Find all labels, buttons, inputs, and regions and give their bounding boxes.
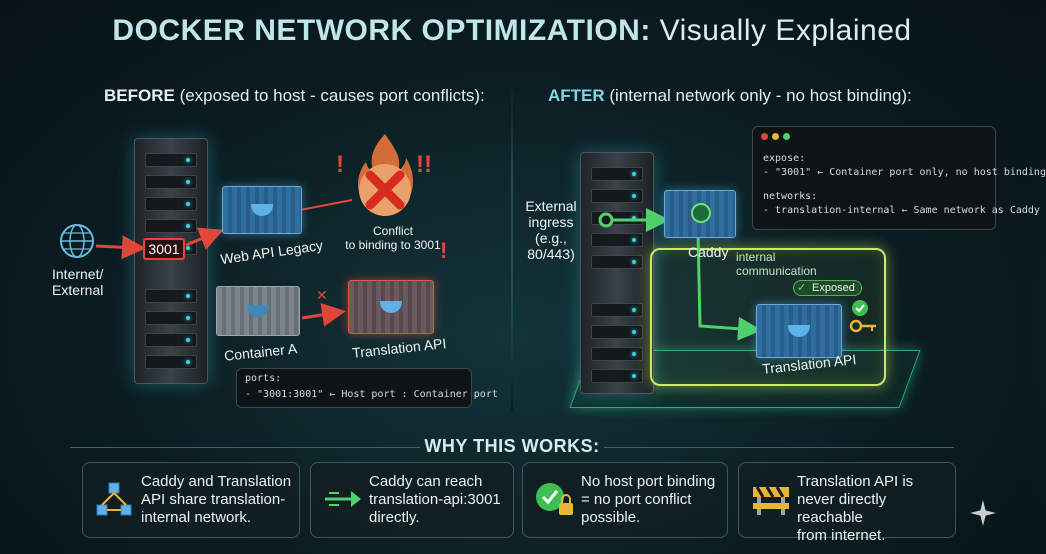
why-card-4: Translation API is never directly reacha… — [738, 462, 956, 544]
green-arrow-icon — [325, 491, 361, 507]
why-card-2: Caddy can reach translation-api:3001 dir… — [310, 462, 514, 538]
caddy-lock-icon — [691, 203, 711, 223]
page-title: DOCKER NETWORK OPTIMIZATION: Visually Ex… — [0, 14, 1024, 48]
why-card-4-text: Translation API is never directly reacha… — [797, 473, 914, 544]
before-code-line-1: ports: — [245, 373, 282, 384]
why-card-1: Caddy and Translation API share translat… — [82, 462, 300, 538]
after-heading: AFTER (internal network only - no host b… — [548, 86, 912, 106]
before-code-line-2: - "3001:3001" ← Host port : Container po… — [245, 389, 498, 400]
translation-api-container-conflict — [348, 280, 434, 334]
before-heading-rest: (exposed to host - causes port conflicts… — [174, 86, 485, 105]
internet-label-line1: Internet/ — [52, 266, 104, 282]
docker-whale-icon — [247, 305, 269, 317]
docker-whale-icon — [380, 301, 402, 313]
window-dot-yellow-icon — [772, 133, 779, 140]
internet-label: Internet/ External — [52, 266, 103, 298]
svg-text:!: ! — [336, 151, 344, 178]
why-rule-right — [604, 447, 954, 448]
window-dot-green-icon — [783, 133, 790, 140]
before-heading-bold: BEFORE — [104, 86, 175, 105]
external-ingress-label: External ingress (e.g., 80/443) — [522, 198, 580, 262]
why-rule-left — [70, 447, 420, 448]
conflict-x-icon: ! !! — [336, 134, 432, 216]
internet-label-line2: External — [52, 282, 104, 298]
sparkle-icon — [970, 500, 996, 526]
barrier-icon — [753, 486, 789, 515]
ingress-line1: External — [525, 198, 577, 214]
after-code-line-4: - translation-internal ← Same network as… — [763, 205, 1040, 216]
translation-api-container — [756, 304, 842, 358]
conflict-label-line2: to binding to 3001 — [345, 238, 441, 252]
title-strong: DOCKER NETWORK OPTIMIZATION: — [112, 14, 651, 47]
conflict-label: Conflict to binding to 3001 — [338, 224, 448, 252]
after-server — [580, 152, 654, 394]
docker-whale-icon — [788, 325, 810, 337]
globe-icon — [60, 224, 94, 258]
internal-line2: communication — [736, 264, 817, 278]
after-code-line-1: expose: — [763, 153, 806, 164]
after-code-line-3: networks: — [763, 191, 818, 202]
after-heading-bold: AFTER — [548, 86, 605, 105]
why-card-3: No host port binding = no port conflict … — [522, 462, 728, 538]
title-light: Visually Explained — [650, 14, 912, 47]
after-code-panel: expose: - "3001" ← Container port only, … — [752, 126, 1046, 230]
section-divider — [511, 80, 513, 410]
conflict-exclamation-icon: ! — [440, 238, 448, 263]
conflict-label-line1: Conflict — [372, 224, 413, 238]
internal-communication-label: internal communication — [736, 250, 817, 278]
internal-line1: internal — [736, 250, 776, 264]
port-3001-box: 3001 — [143, 238, 185, 260]
why-card-3-text: No host port binding = no port conflict … — [581, 473, 716, 526]
caddy-container — [664, 190, 736, 238]
ingress-line2: ingress — [528, 214, 574, 230]
ingress-line3: (e.g., — [535, 230, 567, 246]
check-lock-icon — [536, 483, 573, 515]
why-card-2-text: Caddy can reach translation-api:3001 dir… — [369, 473, 501, 526]
caddy-label: Caddy — [688, 244, 729, 260]
why-card-1-text: Caddy and Translation API share translat… — [141, 473, 292, 526]
after-heading-rest: (internal network only - no host binding… — [604, 86, 912, 105]
docker-whale-icon — [251, 204, 273, 216]
after-arrows — [598, 208, 762, 341]
before-arrows: ✕ — [95, 199, 353, 327]
container-a — [216, 286, 300, 336]
svg-text:!!: !! — [416, 151, 432, 178]
network-nodes-icon — [96, 482, 132, 516]
after-code-line-2: - "3001" ← Container port only, no host … — [763, 167, 1046, 178]
svg-text:✕: ✕ — [316, 287, 328, 303]
before-heading: BEFORE (exposed to host - causes port co… — [104, 86, 485, 106]
exposed-badge: Exposed — [793, 280, 862, 296]
before-code-panel: ports: - "3001:3001" ← Host port : Conta… — [236, 368, 498, 408]
ingress-line4: 80/443) — [527, 246, 575, 262]
web-api-legacy-container — [222, 186, 302, 234]
why-title: WHY THIS WORKS: — [424, 436, 600, 456]
check-key-icon — [849, 300, 876, 333]
window-dot-red-icon — [761, 133, 768, 140]
